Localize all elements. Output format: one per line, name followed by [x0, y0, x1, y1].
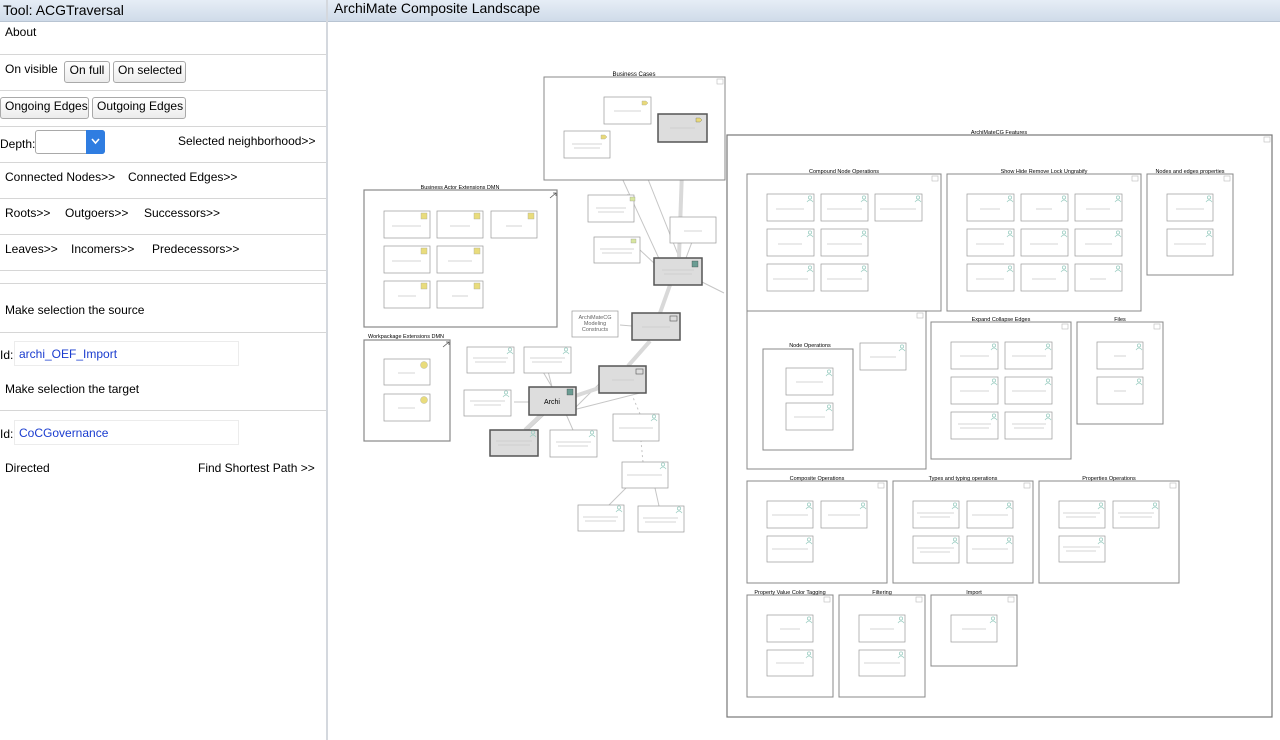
target-id-value[interactable]: CoCGovernance	[14, 420, 239, 445]
graph-nodes[interactable]: ArchiMateCG Modeling Constructs Archi	[463, 110, 717, 533]
incomers-link[interactable]: Incomers>>	[71, 242, 135, 256]
diagram-canvas[interactable]: Business Cases ArchiMateCG Modeling Cons…	[328, 23, 1280, 740]
source-id-row: Id: archi_OEF_Import	[0, 333, 326, 375]
panel-title: Tool: ACGTraversal	[0, 0, 326, 22]
spacer-row	[0, 271, 326, 284]
scope-row: On visible On full On selected	[0, 55, 326, 91]
group-label: ArchiMateCG Features	[971, 130, 1027, 136]
predecessors-link[interactable]: Predecessors>>	[152, 242, 240, 256]
target-id-row: Id: CoCGovernance	[0, 411, 326, 453]
group-label: Show Hide Remove Lock Ungrabify	[1001, 169, 1088, 175]
group-business-cases[interactable]: Business Cases	[543, 72, 726, 181]
connected-edges-link[interactable]: Connected Edges>>	[128, 170, 238, 184]
directed-toggle[interactable]: Directed	[5, 461, 50, 475]
ongoing-edges-button[interactable]: Ongoing Edges	[0, 97, 89, 119]
group-label: Composite Operations	[790, 476, 845, 482]
make-target-link[interactable]: Make selection the target	[5, 382, 140, 396]
node-label: Constructs	[582, 327, 609, 333]
source-id-label: Id:	[0, 348, 14, 362]
group-label: Node Operations	[789, 343, 831, 349]
about-row: About	[0, 22, 326, 55]
group-label: Import	[966, 590, 982, 596]
connected-nodes-link[interactable]: Connected Nodes>>	[5, 170, 116, 184]
group-label: Filtering	[872, 590, 892, 596]
chevron-down-icon	[86, 130, 105, 154]
left-tool-panel: Tool: ACGTraversal About On visible On f…	[0, 0, 326, 740]
shortest-path-row: Directed Find Shortest Path >>	[0, 453, 326, 483]
group-workpackage-extensions[interactable]: Workpackage Extensions DMN	[363, 334, 451, 442]
main-title: ArchiMate Composite Landscape	[328, 0, 1280, 22]
roots-link[interactable]: Roots>>	[5, 206, 51, 220]
group-label: Expand Collapse Edges	[972, 317, 1031, 323]
about-link[interactable]: About	[5, 25, 37, 39]
group-label: Types and typing operations	[929, 476, 998, 482]
outgoers-link[interactable]: Outgoers>>	[65, 206, 129, 220]
depth-row: Depth: Selected neighborhood>>	[0, 127, 326, 163]
expand-icon[interactable]	[549, 192, 557, 199]
group-label: Properties Operations	[1082, 476, 1136, 482]
group-label: Compound Node Operations	[809, 169, 879, 175]
depth-select[interactable]	[35, 130, 105, 154]
source-id-value[interactable]: archi_OEF_Import	[14, 341, 239, 366]
make-source-link[interactable]: Make selection the source	[5, 303, 145, 317]
connected-row: Connected Nodes>> Connected Edges>>	[0, 163, 326, 199]
expand-icon[interactable]	[442, 341, 450, 348]
edges-row: Ongoing Edges Outgoing Edges	[0, 91, 326, 127]
node-label: ArchiMateCG	[578, 315, 611, 321]
group-archimatecg-features[interactable]: ArchiMateCG Features Compound Node Opera…	[726, 130, 1273, 718]
group-label: Property Value Color Tagging	[754, 590, 825, 596]
on-full-button[interactable]: On full	[64, 61, 110, 83]
node-label: Modeling	[584, 321, 606, 327]
group-label: Business Actor Extensions DMN	[421, 185, 500, 191]
on-visible-label[interactable]: On visible	[5, 62, 58, 76]
outgoing-edges-button[interactable]: Outgoing Edges	[92, 97, 186, 119]
make-source-row: Make selection the source	[0, 284, 326, 333]
node-label: Archi	[544, 399, 560, 406]
group-label: Files	[1114, 317, 1126, 323]
make-target-row: Make selection the target	[0, 375, 326, 411]
group-label: Nodes and edges properties	[1155, 169, 1224, 175]
panel-divider[interactable]	[326, 0, 328, 740]
selected-neighborhood-link[interactable]: Selected neighborhood>>	[178, 134, 316, 148]
on-selected-button[interactable]: On selected	[113, 61, 186, 83]
roots-row: Roots>> Outgoers>> Successors>>	[0, 199, 326, 235]
leaves-row: Leaves>> Incomers>> Predecessors>>	[0, 235, 326, 271]
leaves-link[interactable]: Leaves>>	[5, 242, 58, 256]
group-label: Workpackage Extensions DMN	[368, 334, 444, 340]
group-actor-extensions[interactable]: Business Actor Extensions DMN	[363, 185, 558, 328]
successors-link[interactable]: Successors>>	[144, 206, 221, 220]
group-label: Business Cases	[612, 72, 655, 78]
find-shortest-path-link[interactable]: Find Shortest Path >>	[198, 461, 315, 475]
graph-view[interactable]: Business Cases ArchiMateCG Modeling Cons…	[328, 23, 1280, 740]
depth-label: Depth:	[0, 137, 36, 151]
target-id-label: Id:	[0, 427, 14, 441]
